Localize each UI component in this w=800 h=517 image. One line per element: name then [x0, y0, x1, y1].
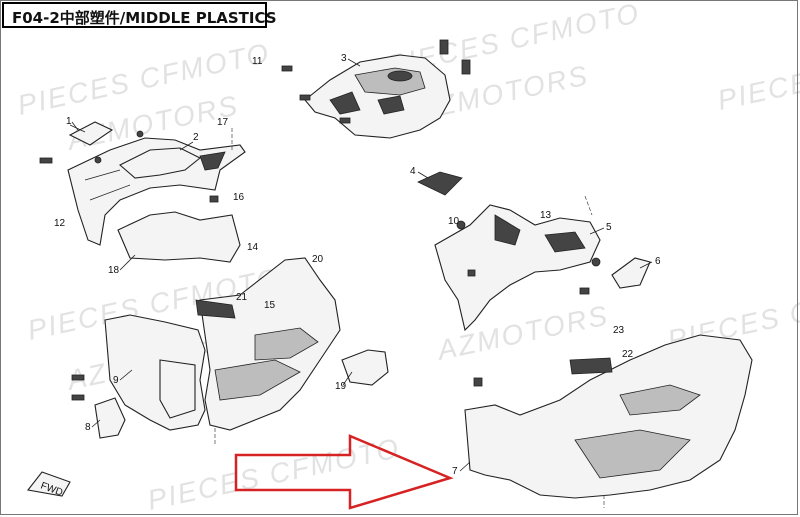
- hardware-fasteners: [39, 39, 601, 401]
- callout-17: 17: [217, 117, 229, 128]
- callout-5: 5: [606, 222, 612, 233]
- part-19-liner: [341, 349, 389, 386]
- callout-6: 6: [655, 256, 661, 267]
- callout-16: 16: [233, 192, 245, 203]
- part-3-tank-cover: [304, 54, 451, 139]
- callout-4: 4: [410, 166, 416, 177]
- left-footwell-assembly: [104, 257, 341, 431]
- callout-18: 18: [108, 265, 120, 276]
- callout-3: 3: [341, 53, 347, 64]
- callout-15: 15: [264, 300, 276, 311]
- highlight-arrow: [234, 434, 454, 510]
- part-5-right-side-panel: [434, 204, 601, 332]
- callout-12: 12: [54, 218, 66, 229]
- part-2-left-side-panel: [67, 137, 246, 246]
- diagram-title-box: F04-2中部塑件/MIDDLE PLASTICS: [2, 2, 277, 28]
- callout-9: 9: [113, 375, 119, 386]
- right-footwell-assembly: [464, 334, 753, 499]
- part-8-bracket: [94, 397, 126, 439]
- callout-21: 21: [236, 292, 248, 303]
- callout-19: 19: [335, 381, 347, 392]
- callout-7: 7: [452, 466, 458, 477]
- callout-1: 1: [66, 116, 72, 127]
- part-4-flap: [417, 171, 463, 196]
- fwd-arrow: FWD: [27, 471, 71, 499]
- callout-23: 23: [613, 325, 625, 336]
- callout-labels: 1 2 3 4 5 6 7 8 9 10 11 12 13 14 15 16 1…: [54, 53, 661, 477]
- callout-14: 14: [247, 242, 259, 253]
- part-18-liner: [117, 211, 241, 263]
- watermark-text: PIECES CFMOTO: [715, 32, 800, 116]
- diagram-title: F04-2中部塑件/MIDDLE PLASTICS: [12, 9, 277, 27]
- callout-10: 10: [448, 216, 460, 227]
- leader-lines: [71, 58, 653, 508]
- callout-20: 20: [312, 254, 324, 265]
- part-1-cover: [68, 121, 114, 146]
- callout-11: 11: [252, 56, 263, 67]
- callout-2: 2: [193, 132, 199, 143]
- callout-13: 13: [540, 210, 552, 221]
- callout-8: 8: [85, 422, 91, 433]
- callout-22: 22: [622, 349, 634, 360]
- part-6-cover: [611, 257, 651, 289]
